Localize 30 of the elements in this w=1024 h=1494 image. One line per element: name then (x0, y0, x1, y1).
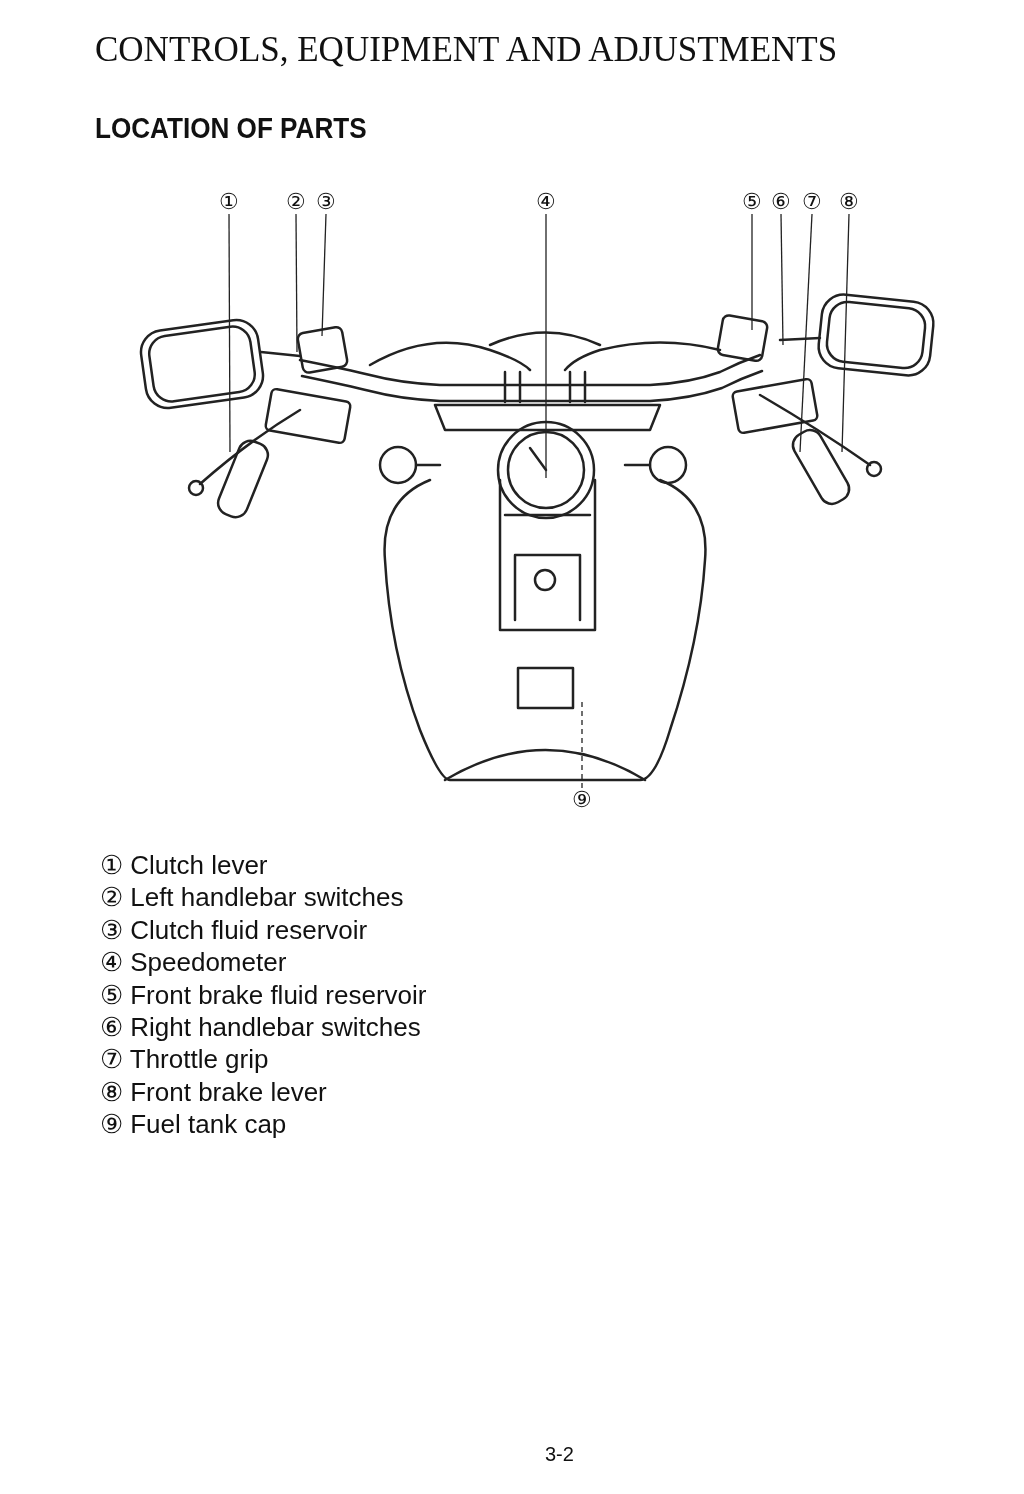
leader-line (228, 213, 231, 453)
leader-line (751, 213, 753, 331)
parts-list-item: ③ Clutch fluid reservoir (100, 914, 368, 946)
leader-line (321, 213, 327, 337)
callout-number: ② (284, 190, 308, 214)
parts-list-item: ① Clutch lever (100, 850, 268, 881)
leader-line (799, 213, 813, 453)
page-title: CONTROLS, EQUIPMENT AND ADJUSTMENTS (95, 30, 838, 70)
parts-list-item: ② Left handlebar switches (100, 882, 404, 914)
callout-number: ⑤ (740, 190, 764, 214)
parts-list-item: ⑤ Front brake fluid reservoir (100, 979, 427, 1011)
leader-line (780, 213, 784, 346)
page-number: 3-2 (545, 1443, 574, 1466)
callout-number: ① (217, 190, 241, 214)
callout-number: ⑧ (837, 190, 861, 214)
callout-number: ④ (534, 190, 558, 214)
callout-number: ⑥ (769, 190, 793, 214)
leader-line (581, 699, 583, 789)
leader-line (841, 213, 850, 453)
parts-list-item: ⑨ Fuel tank cap (100, 1109, 287, 1141)
leader-line (295, 213, 298, 353)
parts-list-item: ⑧ Front brake lever (100, 1076, 327, 1108)
section-heading: LOCATION OF PARTS (95, 112, 367, 145)
leader-line (545, 213, 547, 479)
callout-number: ③ (314, 190, 338, 214)
parts-list-item: ⑦ Throttle grip (100, 1044, 269, 1076)
parts-list-item: ⑥ Right handlebar switches (100, 1012, 421, 1043)
callout-number: ⑨ (570, 788, 594, 812)
parts-list-item: ④ Speedometer (100, 947, 287, 979)
callout-number: ⑦ (800, 190, 824, 214)
